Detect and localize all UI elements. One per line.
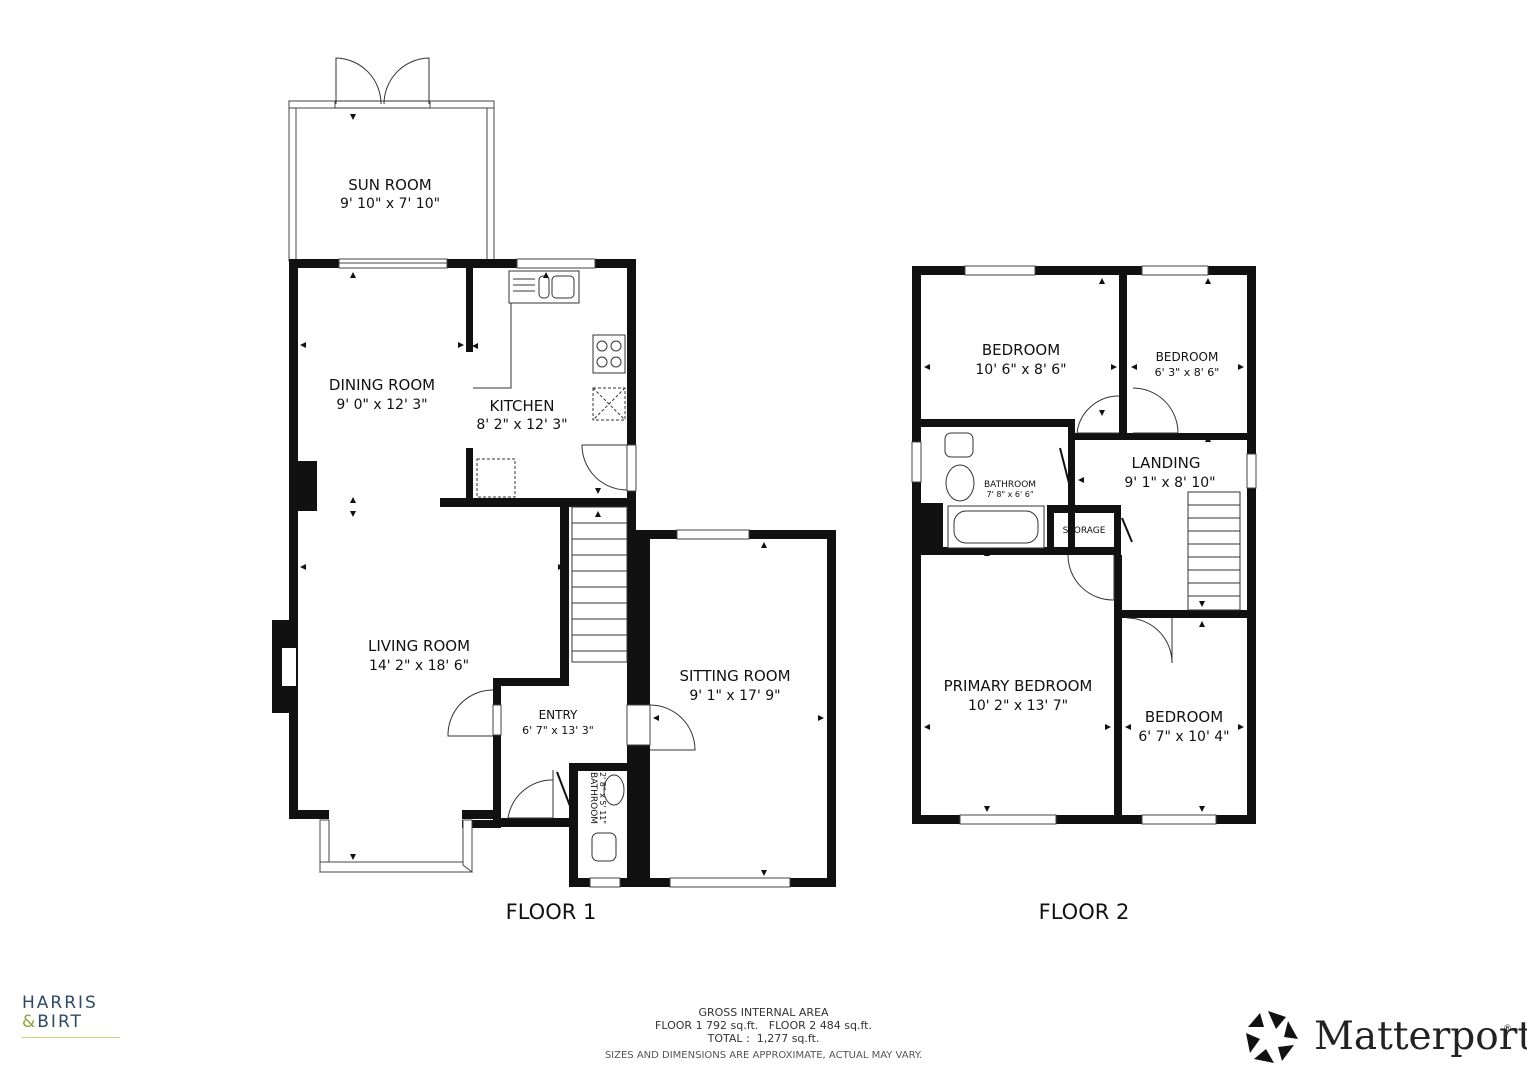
floor-1-plan: SUN ROOM 9' 10" x 7' 10" DINING ROOM 9' … (272, 57, 836, 924)
agent-logo-line1: HARRIS (22, 993, 98, 1013)
kitchen-dims: 8' 2" x 12' 3" (476, 417, 567, 433)
bedroom-1-dims: 10' 6" x 8' 6" (975, 362, 1066, 378)
floor-1-dimension-markers (300, 114, 824, 876)
floor-1-walls (272, 259, 836, 887)
sun-room-structure (288, 57, 495, 262)
kitchen-fixtures (473, 270, 626, 498)
dining-room-dims: 9' 0" x 12' 3" (336, 397, 427, 413)
entry-name: ENTRY (539, 708, 578, 722)
primary-bedroom-name: PRIMARY BEDROOM (944, 677, 1093, 695)
floor-1-bathroom-fixtures (591, 774, 625, 862)
bedroom-2-dims: 6' 3" x 8' 6" (1155, 366, 1220, 379)
bathroom-f1-dims: 2' 8" x 5' 11" (598, 772, 607, 824)
storage-name: STORAGE (1063, 526, 1106, 536)
landing-dims: 9' 1" x 8' 10" (1124, 475, 1215, 491)
agent-logo-amp: & (22, 1012, 38, 1032)
bathroom-f2-name: BATHROOM (984, 480, 1036, 490)
living-room-dims: 14' 2" x 18' 6" (369, 658, 469, 674)
bedroom-1-name: BEDROOM (982, 341, 1060, 359)
bay-window (319, 819, 473, 874)
landing-name: LANDING (1131, 454, 1200, 472)
floor-2-dimension-markers (924, 278, 1244, 812)
matterport-wordmark: Matterport (1314, 1014, 1527, 1059)
floor-2-stairs (1187, 491, 1241, 611)
bathroom-f1-name: BATHROOM (588, 772, 598, 824)
agent-logo: HARRIS &BIRT (22, 994, 132, 1038)
area-total: TOTAL : 1,277 sq.ft. (707, 1032, 820, 1045)
sitting-room-name: SITTING ROOM (679, 667, 790, 685)
bedroom-3-dims: 6' 7" x 10' 4" (1138, 729, 1229, 745)
entry-dims: 6' 7" x 13' 3" (522, 724, 594, 737)
area-disclaimer: SIZES AND DIMENSIONS ARE APPROXIMATE, AC… (604, 1050, 923, 1061)
living-room-name: LIVING ROOM (368, 637, 470, 655)
floor-2-labels: BEDROOM 10' 6" x 8' 6" BEDROOM 6' 3" x 8… (944, 341, 1230, 745)
matterport-branding: Matterport ® (1244, 1008, 1527, 1068)
bedroom-3-name: BEDROOM (1145, 708, 1223, 726)
floor-1-stairs (571, 506, 628, 663)
floor-2-label: FLOOR 2 (1039, 900, 1130, 924)
bedroom-2-name: BEDROOM (1156, 350, 1219, 364)
agent-logo-rule (22, 1037, 120, 1038)
kitchen-name: KITCHEN (490, 397, 555, 415)
area-summary: GROSS INTERNAL AREA FLOOR 1 792 sq.ft. F… (0, 1006, 1527, 1062)
area-floors: FLOOR 1 792 sq.ft. FLOOR 2 484 sq.ft. (655, 1019, 872, 1032)
floor-2-walls (912, 266, 1256, 824)
floor-2-windows (911, 265, 1257, 825)
dining-room-name: DINING ROOM (329, 376, 435, 394)
area-title: GROSS INTERNAL AREA (698, 1006, 829, 1019)
matterport-registered: ® (1503, 1024, 1512, 1034)
sun-room-name: SUN ROOM (348, 176, 431, 194)
floor-2-doors (1059, 387, 1179, 664)
primary-bedroom-dims: 10' 2" x 13' 7" (968, 698, 1068, 714)
floor-1-doors (447, 444, 696, 819)
floor-2-bathroom-fixtures (944, 432, 1045, 549)
floor-1-label: FLOOR 1 (506, 900, 597, 924)
floor-1-labels: SUN ROOM 9' 10" x 7' 10" DINING ROOM 9' … (329, 176, 791, 824)
floor-2-plan: BEDROOM 10' 6" x 8' 6" BEDROOM 6' 3" x 8… (911, 265, 1257, 924)
sun-room-dims: 9' 10" x 7' 10" (340, 196, 440, 212)
floor-1-windows (338, 258, 791, 888)
agent-logo-birt: BIRT (37, 1012, 83, 1032)
bathroom-f2-dims: 7' 8" x 6' 6" (986, 490, 1033, 499)
matterport-logo-icon (1246, 1011, 1298, 1063)
agent-logo-line2: &BIRT (22, 1013, 132, 1032)
sitting-room-dims: 9' 1" x 17' 9" (689, 688, 780, 704)
